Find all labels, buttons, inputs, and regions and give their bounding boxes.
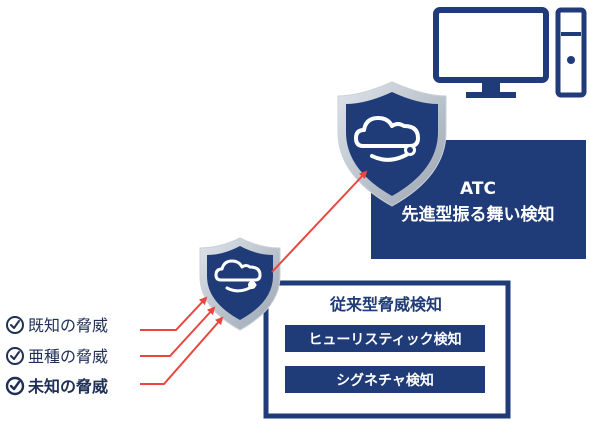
- threat-label-variant: 亜種の脅威: [28, 347, 108, 366]
- arrow-icon: [140, 306, 216, 357]
- threat-item-unknown: 未知の脅威: [5, 376, 108, 396]
- check-mark-icon: [9, 380, 21, 391]
- threat-item-variant: 亜種の脅威: [6, 347, 108, 366]
- threat-arrows: [140, 170, 368, 385]
- signature-detection-item: [285, 366, 485, 393]
- traditional-detection-box: 従来型脅威検知 ヒューリスティック検知 シグネチャ検知: [263, 280, 511, 419]
- arrow-icon: [140, 296, 208, 331]
- atc-subtitle: 先進型振る舞い検知: [402, 204, 555, 225]
- arrow-icon: [271, 170, 368, 273]
- traditional-title: 従来型脅威検知: [329, 295, 442, 314]
- check-circle-icon: [6, 316, 24, 334]
- threat-list: 既知の脅威 亜種の脅威 未知の脅威: [5, 316, 108, 396]
- heuristic-detection-label: ヒューリスティック検知: [308, 331, 461, 348]
- atc-title: ATC: [460, 179, 496, 199]
- threat-label-unknown: 未知の脅威: [27, 377, 108, 396]
- check-mark-icon: [10, 320, 20, 329]
- threat-label-known: 既知の脅威: [28, 316, 108, 335]
- heuristic-detection-item: [285, 325, 485, 352]
- threat-item-known: 既知の脅威: [6, 316, 108, 335]
- check-circle-icon: [5, 376, 25, 396]
- arrow-icon: [140, 316, 224, 385]
- check-mark-icon: [10, 351, 20, 360]
- check-circle-icon: [6, 347, 24, 365]
- desktop-computer-icon: [433, 7, 587, 98]
- signature-detection-label: シグネチャ検知: [336, 372, 434, 389]
- traditional-shield-icon: [199, 237, 281, 331]
